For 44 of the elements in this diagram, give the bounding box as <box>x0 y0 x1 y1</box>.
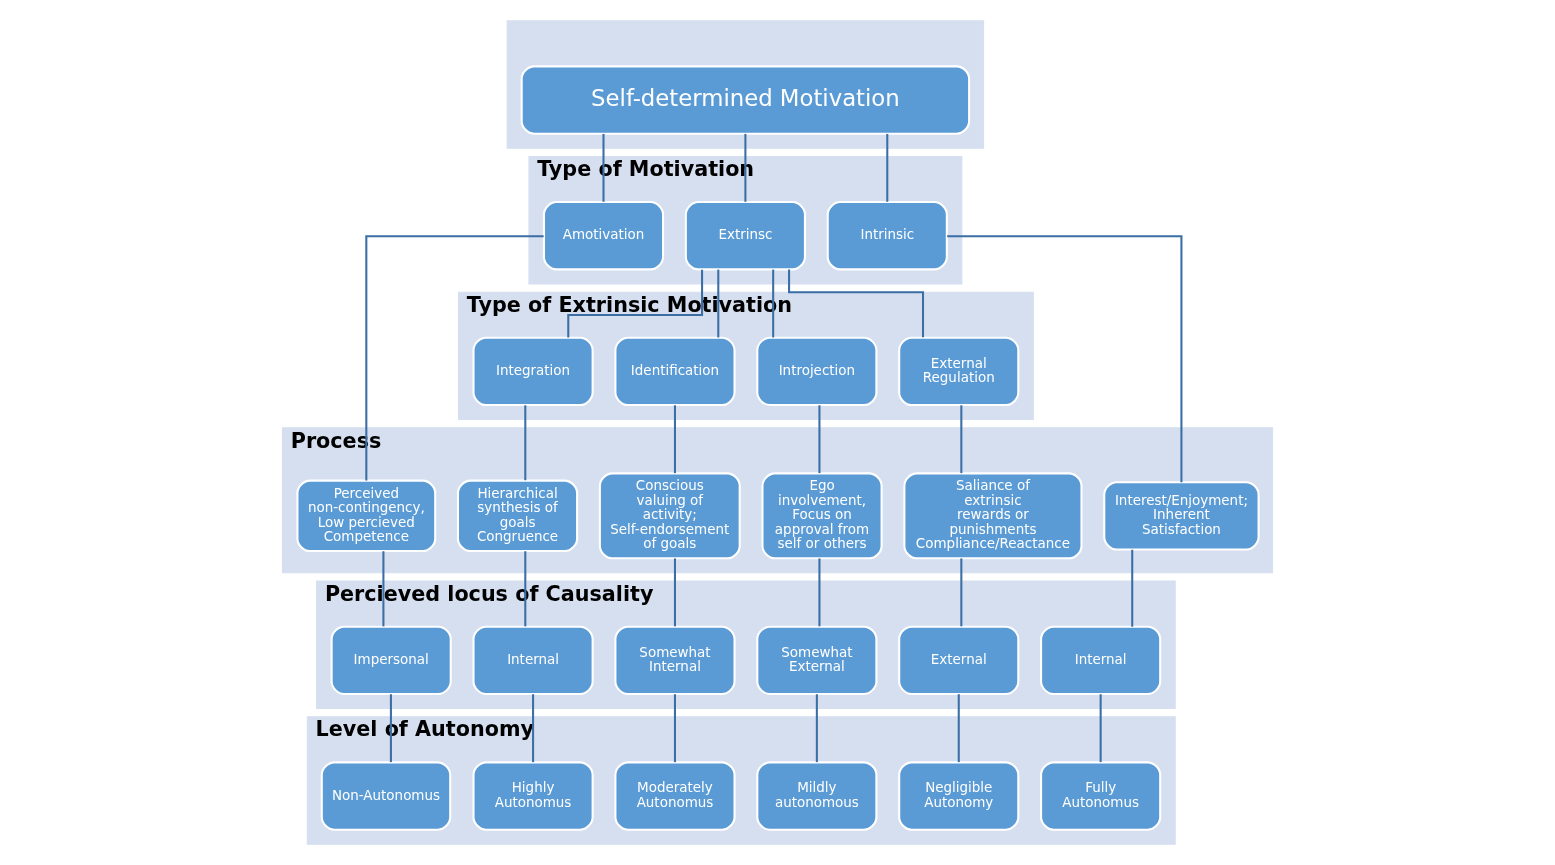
connector <box>788 269 925 338</box>
connector <box>365 235 544 481</box>
node-box: Intrinsic <box>826 201 948 271</box>
node-box: Integration <box>472 336 594 407</box>
connector <box>947 235 1183 483</box>
connector <box>960 558 963 627</box>
node-box: Somewhat Internal <box>614 625 736 696</box>
node-box: Somewhat External <box>756 625 878 696</box>
node-box: Fully Autonomus <box>1040 761 1162 831</box>
node-box: Mildly autonomous <box>756 761 878 831</box>
connector <box>815 694 818 763</box>
node-box: Non-Autonomus <box>320 761 452 831</box>
node-box: Interest/Enjoyment; Inherent Satisfaction <box>1103 481 1260 551</box>
connector <box>532 694 535 763</box>
node-box: External <box>898 625 1020 696</box>
node-box: Saliance of extrinsic rewards or punishments Compliance/Reactance <box>903 472 1083 560</box>
node-box: Hierarchical synthesis of goals Congruence <box>456 479 579 553</box>
connector <box>673 694 676 763</box>
node-box: Negligible Autonomy <box>898 761 1020 831</box>
node-box: Identification <box>614 336 736 407</box>
connector <box>818 405 821 474</box>
node-box: Conscious valuing of activity; Self-endorsement of goals <box>598 472 741 560</box>
connector <box>673 558 676 627</box>
connector <box>1131 549 1134 627</box>
node-box: Perceived non-contingency, Low percieved Competence <box>296 479 437 553</box>
connector <box>886 133 889 202</box>
connector <box>1099 694 1102 763</box>
node-box: Extrinsc <box>684 201 806 271</box>
connector <box>957 694 960 763</box>
node-box: Introjection <box>756 336 878 407</box>
node-box: Internal <box>472 625 594 696</box>
node-box: Amotivation <box>542 201 665 271</box>
node-box: Internal <box>1040 625 1162 696</box>
node-box: External Regulation <box>898 336 1020 407</box>
node-box: Ego involvement, Focus on approval from self or others <box>761 472 883 560</box>
node-box: Impersonal <box>330 625 452 696</box>
connector <box>524 405 527 481</box>
connector <box>818 558 821 627</box>
cluster <box>506 20 985 149</box>
connector <box>960 405 963 474</box>
node-box: Highly Autonomus <box>472 761 594 831</box>
node-box: Self-determined Motivation <box>520 65 971 135</box>
connector <box>673 405 676 474</box>
node-box: Moderately Autonomus <box>614 761 736 831</box>
